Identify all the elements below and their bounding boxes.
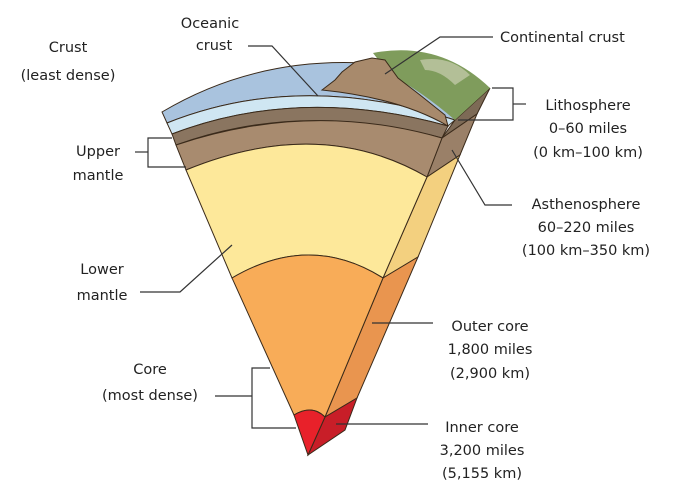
- label-lithosphere-2: 0–60 miles: [549, 121, 627, 137]
- label-crust-1: Crust: [49, 40, 88, 56]
- land-surface-highlights: [420, 59, 470, 85]
- label-continental-crust: Continental crust: [500, 30, 625, 46]
- core-bracket: [251, 367, 296, 429]
- asthenosphere-leader: [451, 149, 512, 206]
- wedge-side-face: [306, 87, 491, 457]
- label-upper-mantle-2: mantle: [73, 168, 124, 184]
- label-inner-core-1: Inner core: [445, 420, 519, 436]
- continental-crust-leader: [384, 36, 493, 75]
- label-asthenosphere-2: 60–220 miles: [538, 220, 635, 236]
- label-outer-core-3: (2,900 km): [450, 366, 530, 382]
- label-core-1: Core: [133, 362, 167, 378]
- label-outer-core-1: Outer core: [451, 319, 528, 335]
- label-core-2: (most dense): [102, 388, 198, 404]
- label-outer-core-2: 1,800 miles: [448, 342, 533, 358]
- lower-mantle-leader: [140, 244, 233, 293]
- label-inner-core-2: 3,200 miles: [440, 443, 525, 459]
- label-oceanic-crust-1: Oceanic: [181, 16, 239, 32]
- inner-core: [293, 409, 326, 457]
- wedge-front-face: [161, 62, 481, 457]
- label-lithosphere-1: Lithosphere: [545, 98, 630, 114]
- continent: [320, 57, 449, 128]
- label-asthenosphere-1: Asthenosphere: [532, 197, 641, 213]
- label-inner-core-3: (5,155 km): [442, 466, 522, 481]
- label-crust-2: (least dense): [21, 68, 116, 84]
- label-upper-mantle-1: Upper: [76, 144, 120, 160]
- label-lower-mantle-2: mantle: [77, 288, 128, 304]
- oceanic-crust-leader: [248, 45, 319, 97]
- label-oceanic-crust-2: crust: [196, 38, 233, 54]
- label-lower-mantle-1: Lower: [80, 262, 123, 278]
- label-asthenosphere-3: (100 km–350 km): [522, 243, 650, 259]
- label-lithosphere-3: (0 km–100 km): [533, 145, 643, 161]
